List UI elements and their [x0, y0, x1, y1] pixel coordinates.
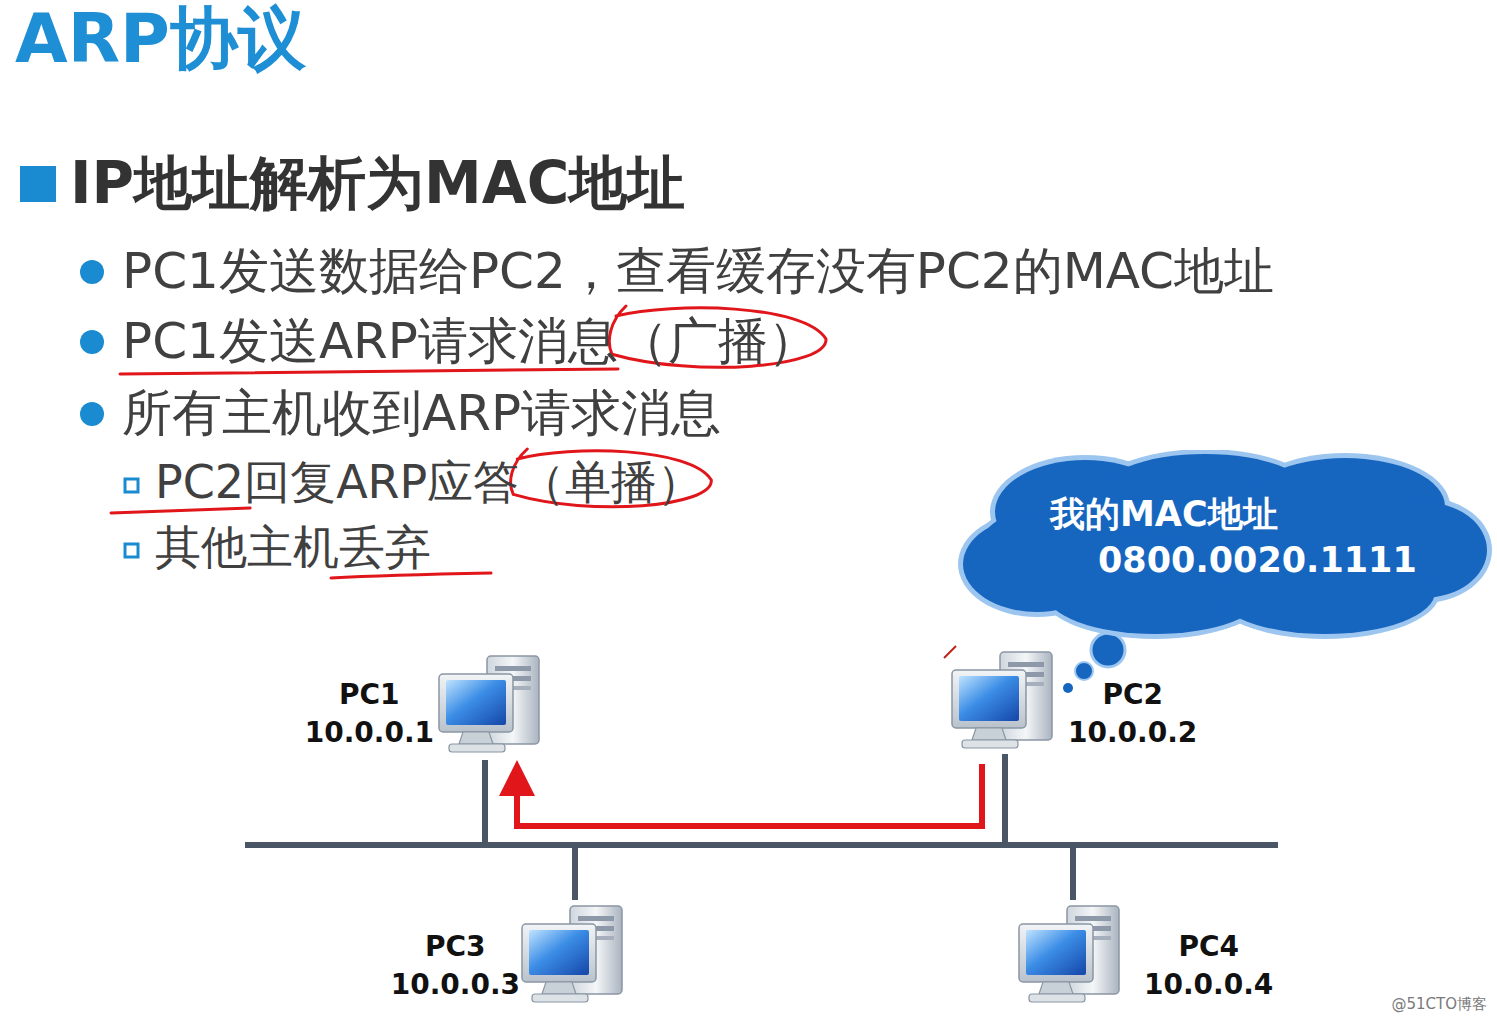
sub-bullet-text: 其他主机丢弃 — [155, 521, 431, 574]
host-label: PC410.0.0.4 — [1144, 928, 1273, 1004]
ip-address: 10.0.0.2 — [1068, 714, 1197, 752]
host-name: PC2 — [1068, 676, 1197, 714]
slide-title: ARP协议 — [15, 2, 306, 77]
host-label: PC110.0.0.1 — [305, 676, 434, 752]
thought-cloud: 我的MAC地址 0800.0020.1111 — [955, 450, 1495, 640]
arp-reply-arrow — [517, 764, 982, 826]
bullet-text: PC1发送数据给PC2，查看缓存没有PC2的MAC地址 — [122, 243, 1274, 301]
cloud-text: 我的MAC地址 — [1050, 494, 1278, 534]
bus-wire — [485, 760, 575, 900]
section-heading: IP地址解析为MAC地址 — [70, 150, 685, 217]
ip-address: 10.0.0.4 — [1144, 966, 1273, 1004]
bullet-text: 所有主机收到ARP请求消息 — [122, 385, 721, 443]
sub-bullet-text: PC2回复ARP应答（单播） — [155, 456, 703, 509]
bus-wire — [1005, 754, 1073, 900]
cloud-text: 0800.0020.1111 — [1098, 540, 1417, 580]
host-name: PC3 — [391, 928, 520, 966]
host-node: PC410.0.0.4 — [1012, 900, 1277, 1015]
host-name: PC4 — [1144, 928, 1273, 966]
host-node: PC210.0.0.2 — [948, 648, 1201, 754]
host-label: PC210.0.0.2 — [1068, 676, 1197, 752]
bullet-text: PC1发送ARP请求消息（广播） — [122, 313, 818, 371]
watermark: @51CTO博客 — [1391, 996, 1487, 1013]
host-label: PC310.0.0.3 — [391, 928, 520, 1004]
host-node: PC110.0.0.1 — [290, 652, 550, 760]
host-node: PC310.0.0.3 — [400, 900, 645, 1015]
ip-address: 10.0.0.3 — [391, 966, 520, 1004]
bus-wire — [575, 754, 1005, 900]
host-name: PC1 — [305, 676, 434, 714]
ip-address: 10.0.0.1 — [305, 714, 434, 752]
